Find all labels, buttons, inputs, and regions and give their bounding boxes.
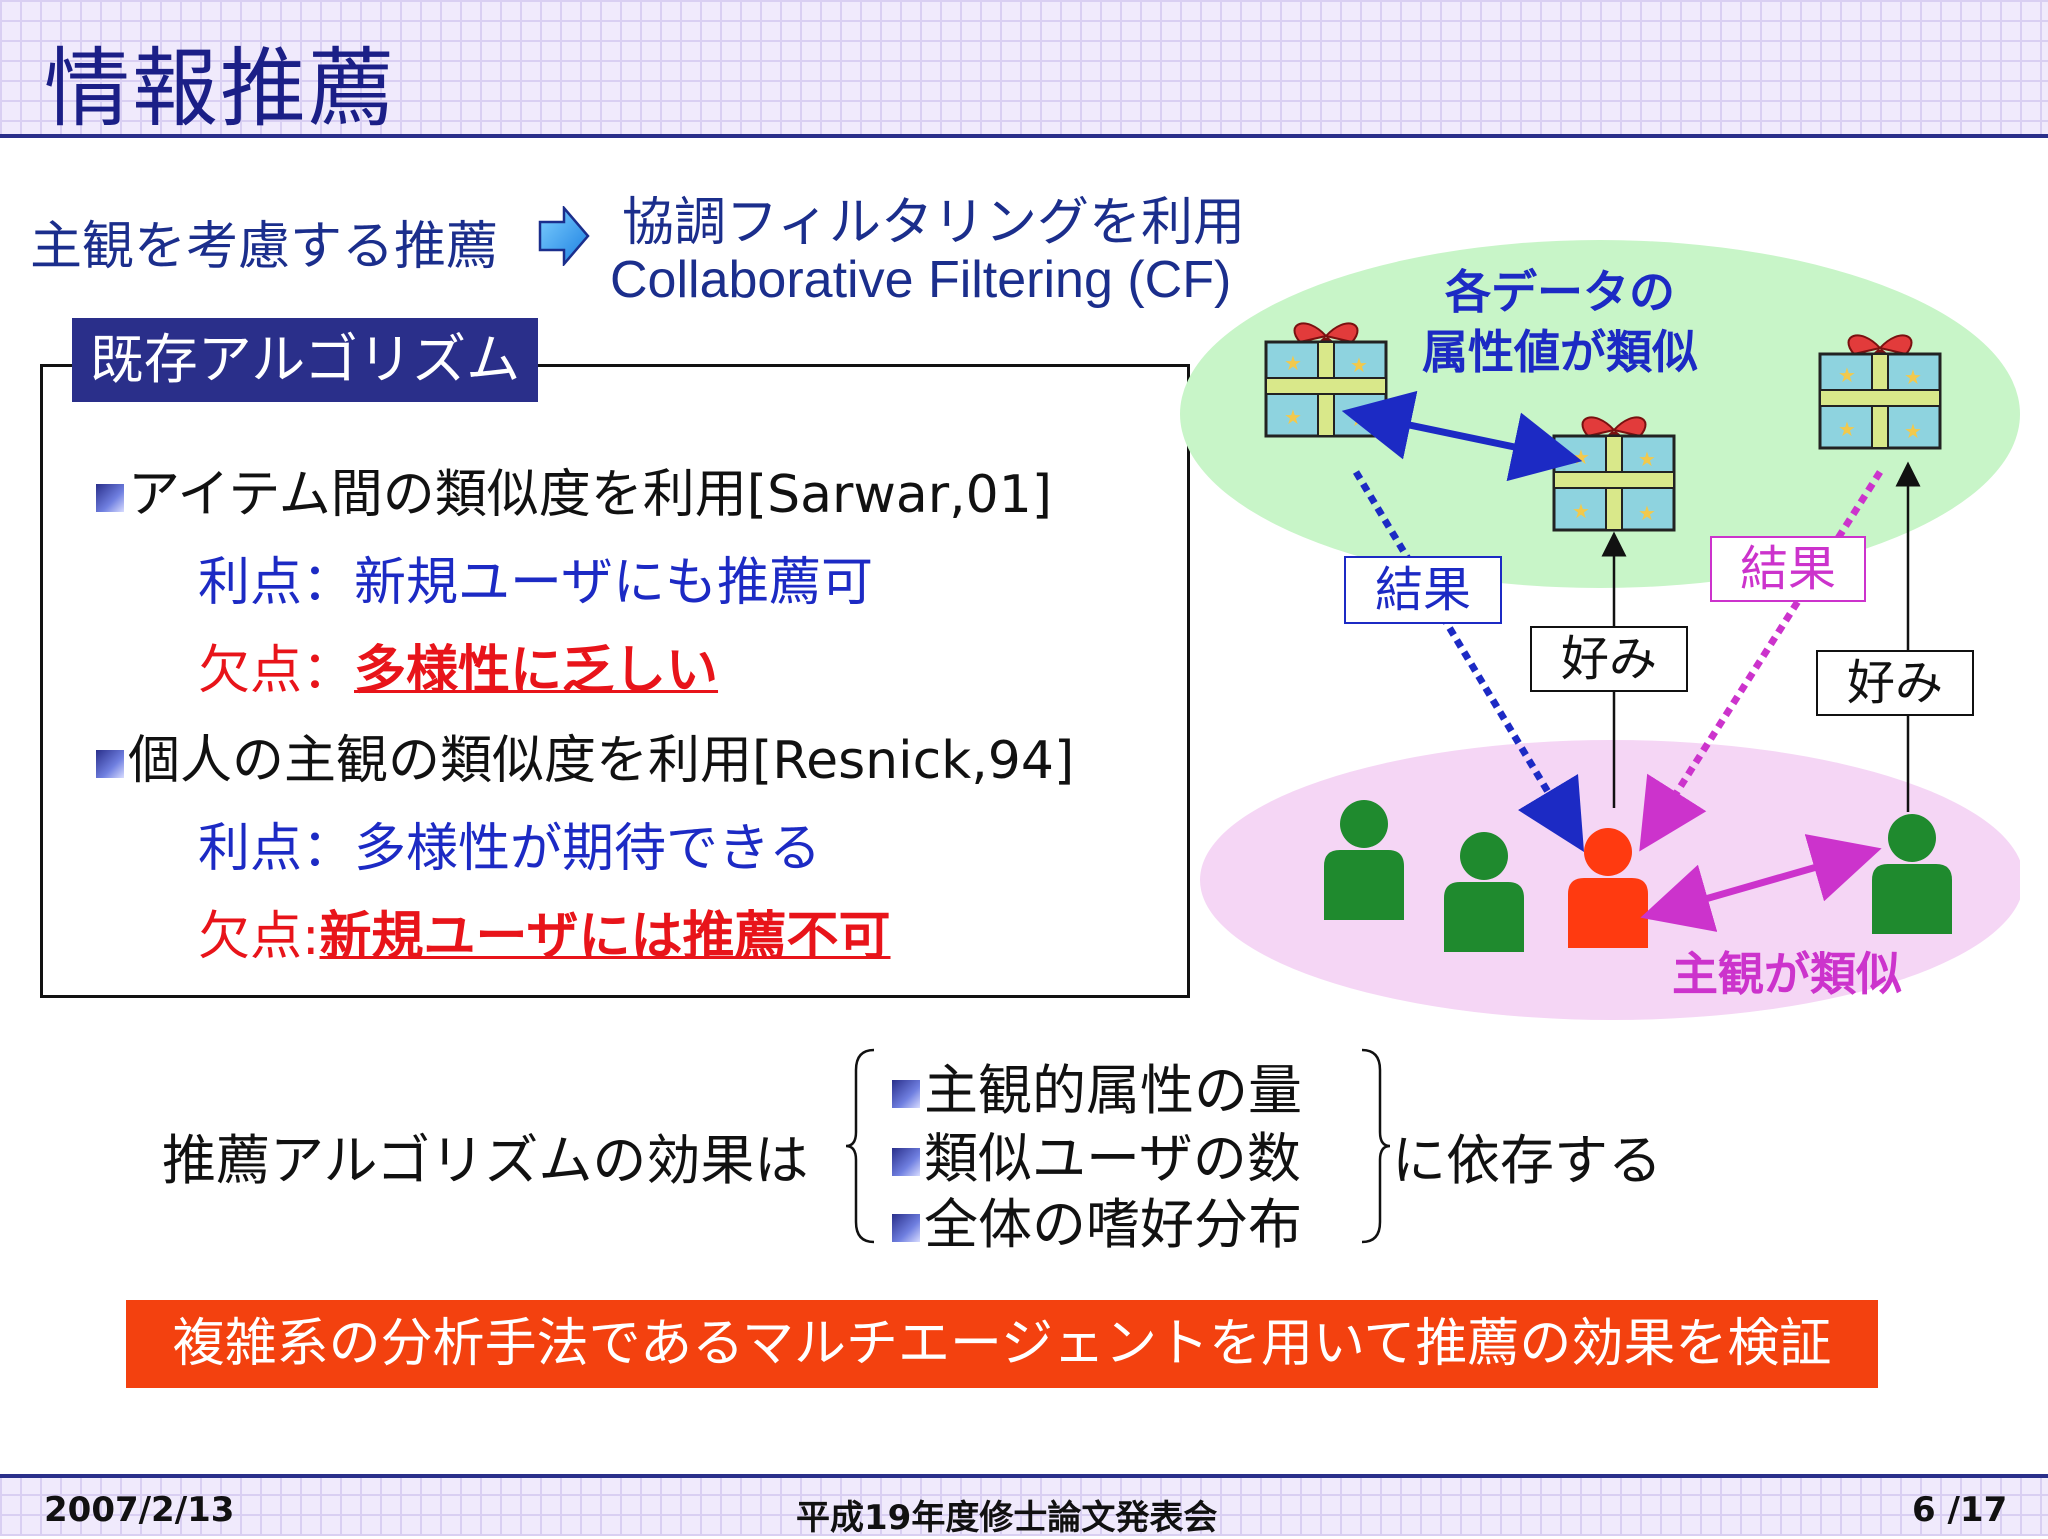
disadvantage-line: 欠点:新規ユーザには推薦不可 bbox=[198, 907, 891, 967]
square-bullet-icon bbox=[892, 1080, 920, 1109]
advantage-line: 利点：多様性が期待できる bbox=[198, 819, 821, 879]
factor-item: 主観的属性の量 bbox=[892, 1046, 1302, 1125]
square-bullet-icon bbox=[892, 1214, 920, 1243]
header-rule bbox=[0, 134, 2048, 138]
item-space-ellipse bbox=[1180, 240, 2020, 588]
slide-header bbox=[0, 0, 2048, 136]
cf-japanese-text: 協調フィルタリングを利用 bbox=[622, 193, 1245, 253]
algorithm-item-heading: 個人の主観の類似度を利用[Resnick,94] bbox=[96, 718, 1074, 793]
algorithm-item-heading: アイテム間の類似度を利用[Sarwar,01] bbox=[96, 452, 1052, 527]
square-bullet-icon bbox=[96, 750, 124, 778]
footer-date: 2007/2/13 bbox=[44, 1490, 235, 1530]
factor-item: 全体の嗜好分布 bbox=[892, 1180, 1302, 1259]
summary-suffix: に依存する bbox=[1392, 1129, 1662, 1192]
result-arrow-blue bbox=[1352, 470, 1585, 853]
preference-label: 好み bbox=[1816, 650, 1974, 716]
cf-diagram: ★ ★ ★ ★ bbox=[1180, 240, 2020, 1020]
right-arrow-icon bbox=[538, 206, 590, 266]
right-brace-icon bbox=[1361, 1048, 1391, 1244]
subjective-similarity-label: 主観が類似 bbox=[1672, 947, 1902, 1001]
preference-label: 好み bbox=[1530, 626, 1688, 692]
user-similarity-arrow bbox=[1640, 834, 1882, 932]
footer-rule bbox=[0, 1474, 2048, 1478]
left-brace-icon bbox=[845, 1048, 875, 1244]
item-similarity-arrow bbox=[1341, 390, 1583, 482]
result-label-magenta: 結果 bbox=[1710, 536, 1866, 602]
square-bullet-icon bbox=[96, 484, 124, 512]
summary-label: 推薦アルゴリズムの効果は bbox=[162, 1129, 809, 1192]
conclusion-banner: 複雑系の分析手法であるマルチエージェントを用いて推薦の効果を検証 bbox=[126, 1300, 1878, 1388]
existing-algorithms-box bbox=[40, 364, 1190, 998]
item-similarity-label: 各データの 属性値が類似 bbox=[1422, 265, 1698, 379]
advantage-line: 利点：新規ユーザにも推薦可 bbox=[198, 553, 873, 613]
square-bullet-icon bbox=[892, 1148, 920, 1177]
cf-english-text: Collaborative Filtering (CF) bbox=[610, 251, 1232, 309]
factor-item: 類似ユーザの数 bbox=[892, 1114, 1301, 1193]
slide-footer bbox=[0, 1474, 2048, 1536]
result-label-blue: 結果 bbox=[1344, 556, 1502, 624]
slide-title: 情報推薦 bbox=[44, 39, 396, 139]
disadvantage-line: 欠点：多様性に乏しい bbox=[198, 641, 719, 701]
page-number: 6 /17 bbox=[1912, 1490, 2008, 1530]
footer-event: 平成19年度修士論文発表会 bbox=[796, 1498, 1218, 1538]
subjective-recommendation-text: 主観を考慮する推薦 bbox=[30, 217, 499, 277]
existing-algorithms-tag: 既存アルゴリズム bbox=[72, 318, 538, 402]
